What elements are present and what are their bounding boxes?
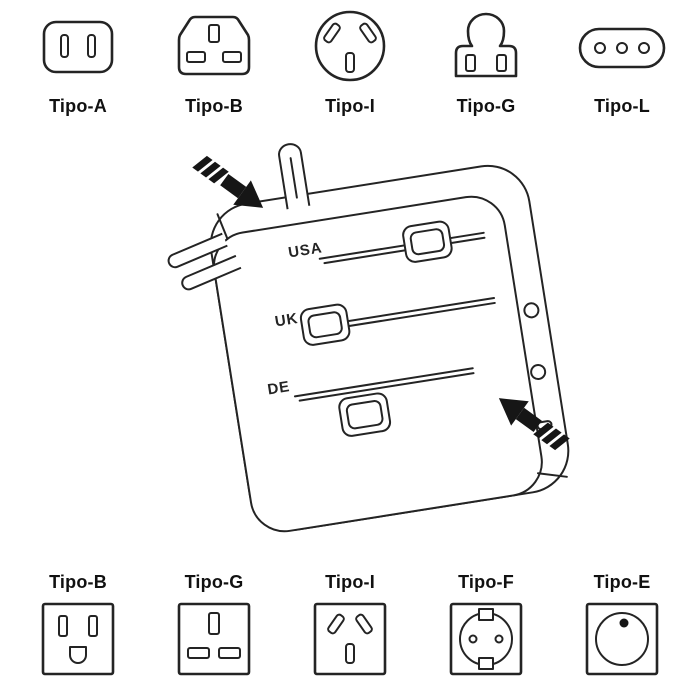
plug-type-label: Tipo-G <box>456 96 516 116</box>
plug-type-item: Tipo-L <box>554 4 690 117</box>
type-g-socket-icon <box>177 602 251 676</box>
type-b-plug-icon <box>177 15 251 76</box>
type-b-socket-icon <box>41 602 115 676</box>
plug-type-label: Tipo-L <box>594 96 650 116</box>
us-blades <box>167 232 242 291</box>
socket-types-row: Tipo-B Tipo-G Tipo-I <box>10 572 690 677</box>
de-slider-knob <box>338 392 392 437</box>
socket-type-item: Tipo-I <box>282 572 418 677</box>
usa-slider-knob <box>402 220 453 263</box>
slide-out-arrow-icon <box>498 398 570 451</box>
type-g-plug-icon <box>454 12 518 78</box>
uk-slider-knob <box>299 303 351 346</box>
slide-in-arrow-icon <box>192 155 264 208</box>
plug-type-item: Tipo-A <box>10 4 146 117</box>
de-slider-label: DE <box>266 378 291 398</box>
plug-type-item: Tipo-I <box>282 4 418 117</box>
plug-type-item: Tipo-B <box>146 4 282 117</box>
type-l-plug-icon <box>578 27 666 69</box>
plug-types-row: Tipo-A Tipo-B Tipo-I <box>10 4 690 117</box>
socket-type-label: Tipo-B <box>49 572 107 592</box>
plug-type-label: Tipo-A <box>49 96 107 116</box>
type-f-socket-icon <box>449 602 523 676</box>
plug-type-label: Tipo-I <box>325 96 375 116</box>
socket-type-label: Tipo-F <box>458 572 514 592</box>
type-e-socket-icon <box>585 602 659 676</box>
uk-slider-label: UK <box>274 310 300 330</box>
type-i-plug-icon <box>314 10 386 82</box>
adapter-illustration: USA UK DE <box>0 126 700 572</box>
plug-type-item: Tipo-G <box>418 4 554 117</box>
socket-type-item: Tipo-B <box>10 572 146 677</box>
socket-type-item: Tipo-F <box>418 572 554 677</box>
adapter-body: USA UK DE <box>167 143 570 533</box>
socket-type-label: Tipo-E <box>593 572 651 592</box>
type-i-socket-icon <box>313 602 387 676</box>
usa-slider-label: USA <box>287 239 323 261</box>
socket-type-item: Tipo-G <box>146 572 282 677</box>
socket-type-label: Tipo-G <box>184 572 244 592</box>
type-a-plug-icon <box>42 20 114 74</box>
socket-type-item: Tipo-E <box>554 572 690 677</box>
plug-type-label: Tipo-B <box>185 96 243 116</box>
socket-type-label: Tipo-I <box>325 572 375 592</box>
